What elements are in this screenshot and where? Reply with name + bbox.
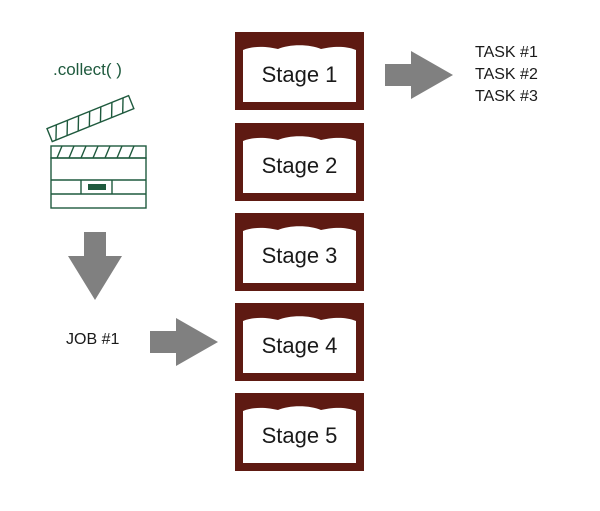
right-arrow-icon (150, 318, 218, 366)
task-item: TASK #2 (475, 66, 538, 83)
down-arrow-icon (68, 232, 122, 300)
collect-label: .collect( ) (53, 60, 122, 79)
stage-label: Stage 4 (261, 333, 338, 358)
stage-label: Stage 5 (261, 423, 338, 448)
stage-5: Stage 5 (235, 393, 364, 471)
stage-label: Stage 1 (261, 62, 338, 87)
task-list: TASK #1 TASK #2 TASK #3 (475, 42, 538, 108)
task-item: TASK #3 (475, 88, 538, 105)
clapperboard-icon (46, 94, 147, 209)
stage-3: Stage 3 (235, 213, 364, 291)
job-label: JOB #1 (66, 331, 120, 348)
task-item: TASK #1 (475, 44, 538, 61)
stage-label: Stage 3 (261, 243, 338, 268)
stage-2: Stage 2 (235, 123, 364, 201)
stage-4: Stage 4 (235, 303, 364, 381)
stage-label: Stage 2 (261, 153, 338, 178)
stage-1: Stage 1 (235, 32, 364, 110)
right-arrow-icon (385, 51, 453, 99)
